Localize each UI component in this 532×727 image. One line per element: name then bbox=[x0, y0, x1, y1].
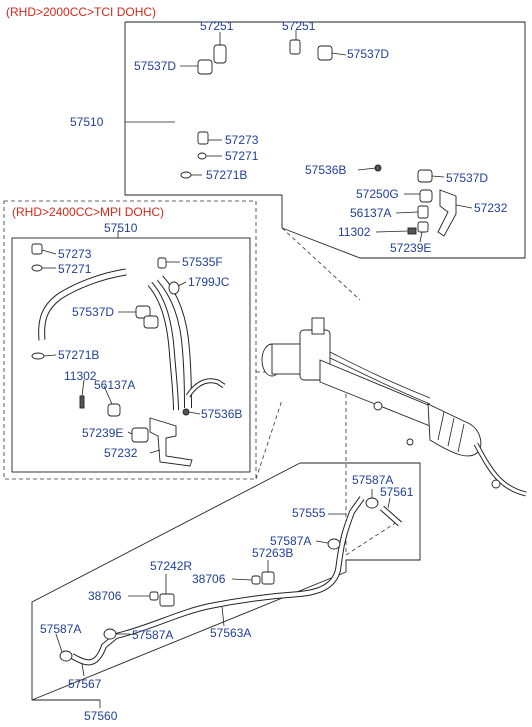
steering-gear-assembly bbox=[255, 227, 527, 556]
label-57271-mpi: 57271 bbox=[58, 262, 92, 276]
tie-rod-end bbox=[491, 479, 501, 489]
label-56137a-tci: 56137A bbox=[350, 206, 391, 220]
label-57251-b: 57251 bbox=[282, 19, 316, 33]
tci-bracket-57251-right bbox=[289, 39, 301, 55]
label-56137a-mpi: 56137A bbox=[94, 378, 135, 392]
label-57536b-tci: 57536B bbox=[305, 163, 346, 177]
tci-washer-57271 bbox=[197, 152, 207, 160]
label-57251-a: 57251 bbox=[200, 19, 234, 33]
tci-washer-57271b bbox=[180, 171, 192, 179]
gear-boot bbox=[427, 403, 482, 457]
mpi-clamp-57239e bbox=[131, 427, 149, 443]
return-hose-group: 57587A 57561 57555 57587A 57263B 57242R … bbox=[31, 462, 421, 723]
label-57239e-mpi: 57239E bbox=[82, 426, 123, 440]
tci-bracket-57232 bbox=[437, 189, 457, 237]
clamp-57587a-left-upper bbox=[103, 628, 117, 640]
mpi-bolt-57273 bbox=[31, 243, 43, 255]
label-57271b-tci: 57271B bbox=[206, 168, 247, 182]
label-38706-left: 38706 bbox=[88, 589, 122, 603]
clamp-57587a-left-lower bbox=[59, 650, 73, 662]
label-57537d-right: 57537D bbox=[347, 47, 389, 61]
tci-group: (RHD>2000CC>TCI DOHC) bbox=[6, 5, 526, 259]
mpi-clamp-57537d-b bbox=[143, 315, 159, 329]
gear-fitting bbox=[373, 401, 383, 411]
tci-clamp-57537d-lower bbox=[417, 169, 433, 183]
mpi-washer-57271b bbox=[31, 352, 45, 360]
mpi-fitting-57535f bbox=[157, 257, 167, 269]
tci-frame bbox=[124, 21, 526, 259]
mpi-bracket-57232 bbox=[149, 417, 193, 467]
mpi-oring-1799jc bbox=[168, 281, 180, 295]
label-57560: 57560 bbox=[84, 709, 118, 723]
label-57510-mpi: 57510 bbox=[104, 221, 138, 235]
tci-header: (RHD>2000CC>TCI DOHC) bbox=[6, 5, 156, 19]
label-57587a-left2: 57587A bbox=[132, 628, 173, 642]
label-57563a: 57563A bbox=[210, 626, 251, 640]
tci-bolt-11302 bbox=[407, 227, 417, 235]
label-57242r: 57242R bbox=[150, 559, 192, 573]
tci-clamp-57239e bbox=[417, 221, 429, 233]
label-57587a-mid: 57587A bbox=[270, 534, 311, 548]
label-57587a-left: 57587A bbox=[40, 622, 81, 636]
bolt-38706-right bbox=[251, 575, 261, 585]
label-57250g: 57250G bbox=[356, 187, 399, 201]
label-57271-tci: 57271 bbox=[225, 149, 259, 163]
label-57273-tci: 57273 bbox=[225, 133, 259, 147]
label-57232-tci: 57232 bbox=[474, 201, 508, 215]
tci-clamp-57537d-left bbox=[197, 59, 213, 75]
label-11302-tci: 11302 bbox=[338, 225, 371, 239]
label-57239e-tci: 57239E bbox=[390, 241, 431, 255]
label-57510-tci: 57510 bbox=[70, 115, 104, 129]
label-57535f: 57535F bbox=[182, 255, 223, 269]
tci-clip-57250g bbox=[419, 189, 433, 203]
gear-input-shaft bbox=[311, 317, 325, 335]
label-57271b-mpi: 57271B bbox=[58, 348, 99, 362]
clamp-57587a-mid bbox=[327, 538, 341, 550]
label-11302-mpi: 11302 bbox=[64, 369, 97, 383]
label-57587a-top: 57587A bbox=[352, 473, 393, 487]
label-57537d-lower: 57537D bbox=[446, 171, 488, 185]
tci-bolt-57273 bbox=[197, 131, 209, 145]
mpi-grommet-56137a bbox=[107, 403, 121, 417]
label-57263b: 57263B bbox=[252, 546, 293, 560]
mpi-group: (RHD>2400CC>MPI DOHC) bbox=[3, 200, 257, 480]
label-38706-right: 38706 bbox=[192, 572, 226, 586]
label-57537d-mpi: 57537D bbox=[72, 305, 114, 319]
label-57537d-left: 57537D bbox=[134, 59, 176, 73]
tci-bracket-57251-left bbox=[213, 44, 227, 64]
bolt-38706-left bbox=[149, 591, 159, 601]
mpi-oring-57536b bbox=[182, 408, 190, 416]
mpi-outer-dashed-frame bbox=[3, 200, 257, 480]
label-1799jc: 1799JC bbox=[188, 275, 230, 289]
clip-57263b bbox=[261, 571, 275, 585]
label-57232-mpi: 57232 bbox=[104, 446, 138, 460]
tci-hose-right bbox=[289, 68, 393, 171]
return-hose-frame bbox=[31, 462, 421, 701]
label-57273-mpi: 57273 bbox=[58, 247, 92, 261]
label-57561: 57561 bbox=[380, 485, 414, 499]
label-57536b-mpi: 57536B bbox=[201, 407, 242, 421]
gear-mount-bolt bbox=[406, 438, 414, 446]
clamp-57587a-top bbox=[365, 497, 379, 509]
label-57555: 57555 bbox=[292, 506, 326, 520]
mpi-inner-frame bbox=[11, 237, 251, 473]
mpi-header: (RHD>2400CC>MPI DOHC) bbox=[12, 205, 164, 219]
mpi-washer-57271 bbox=[31, 264, 43, 272]
clip-57242r bbox=[159, 593, 175, 607]
tci-grommet-56137a bbox=[417, 205, 429, 219]
mpi-bolt-11302 bbox=[79, 395, 85, 409]
label-57567: 57567 bbox=[68, 677, 102, 691]
tci-clamp-57537d-right bbox=[317, 45, 333, 61]
